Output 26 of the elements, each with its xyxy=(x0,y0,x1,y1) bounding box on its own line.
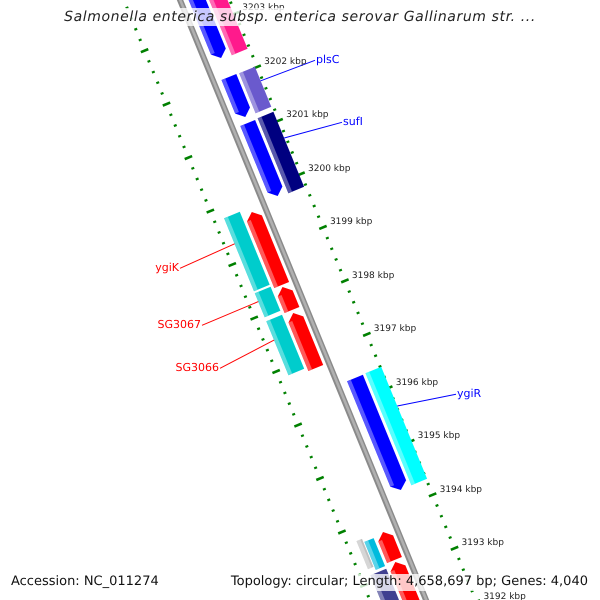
scale-label: 3197 kbp xyxy=(374,324,416,335)
scale-label: 3199 kbp xyxy=(330,217,372,228)
leader-line xyxy=(202,301,259,326)
gene-label: plsC xyxy=(316,54,340,67)
scale-label: 3194 kbp xyxy=(440,484,482,496)
gene-label: SG3066 xyxy=(175,362,219,375)
gene-label: ygiR xyxy=(457,388,482,401)
leader-line xyxy=(396,394,456,406)
scale-label: 3200 kbp xyxy=(308,164,350,174)
scale-label: 3193 kbp xyxy=(462,538,504,549)
scale-label: 3202 kbp xyxy=(264,56,307,68)
gene-block xyxy=(254,286,280,318)
scale-label: 3195 kbp xyxy=(418,431,460,442)
scale-label: 3201 kbp xyxy=(286,110,328,121)
gene-block xyxy=(239,66,272,114)
footer-text: Topology: circular; Length: 4,658,697 bp; Genes: 4,040 xyxy=(228,574,590,591)
gene-label: ygiK xyxy=(155,262,179,275)
scale-label: 3198 kbp xyxy=(352,270,394,282)
footer-text: Accession: NC_011274 xyxy=(9,574,161,591)
scale-label: 3196 kbp xyxy=(396,378,438,388)
leader-line xyxy=(284,122,342,138)
leader-line xyxy=(180,243,236,269)
leader-line xyxy=(220,340,275,369)
leader-line xyxy=(260,60,316,82)
gene-label: sufI xyxy=(343,116,363,129)
gene-label: SG3067 xyxy=(157,319,201,332)
